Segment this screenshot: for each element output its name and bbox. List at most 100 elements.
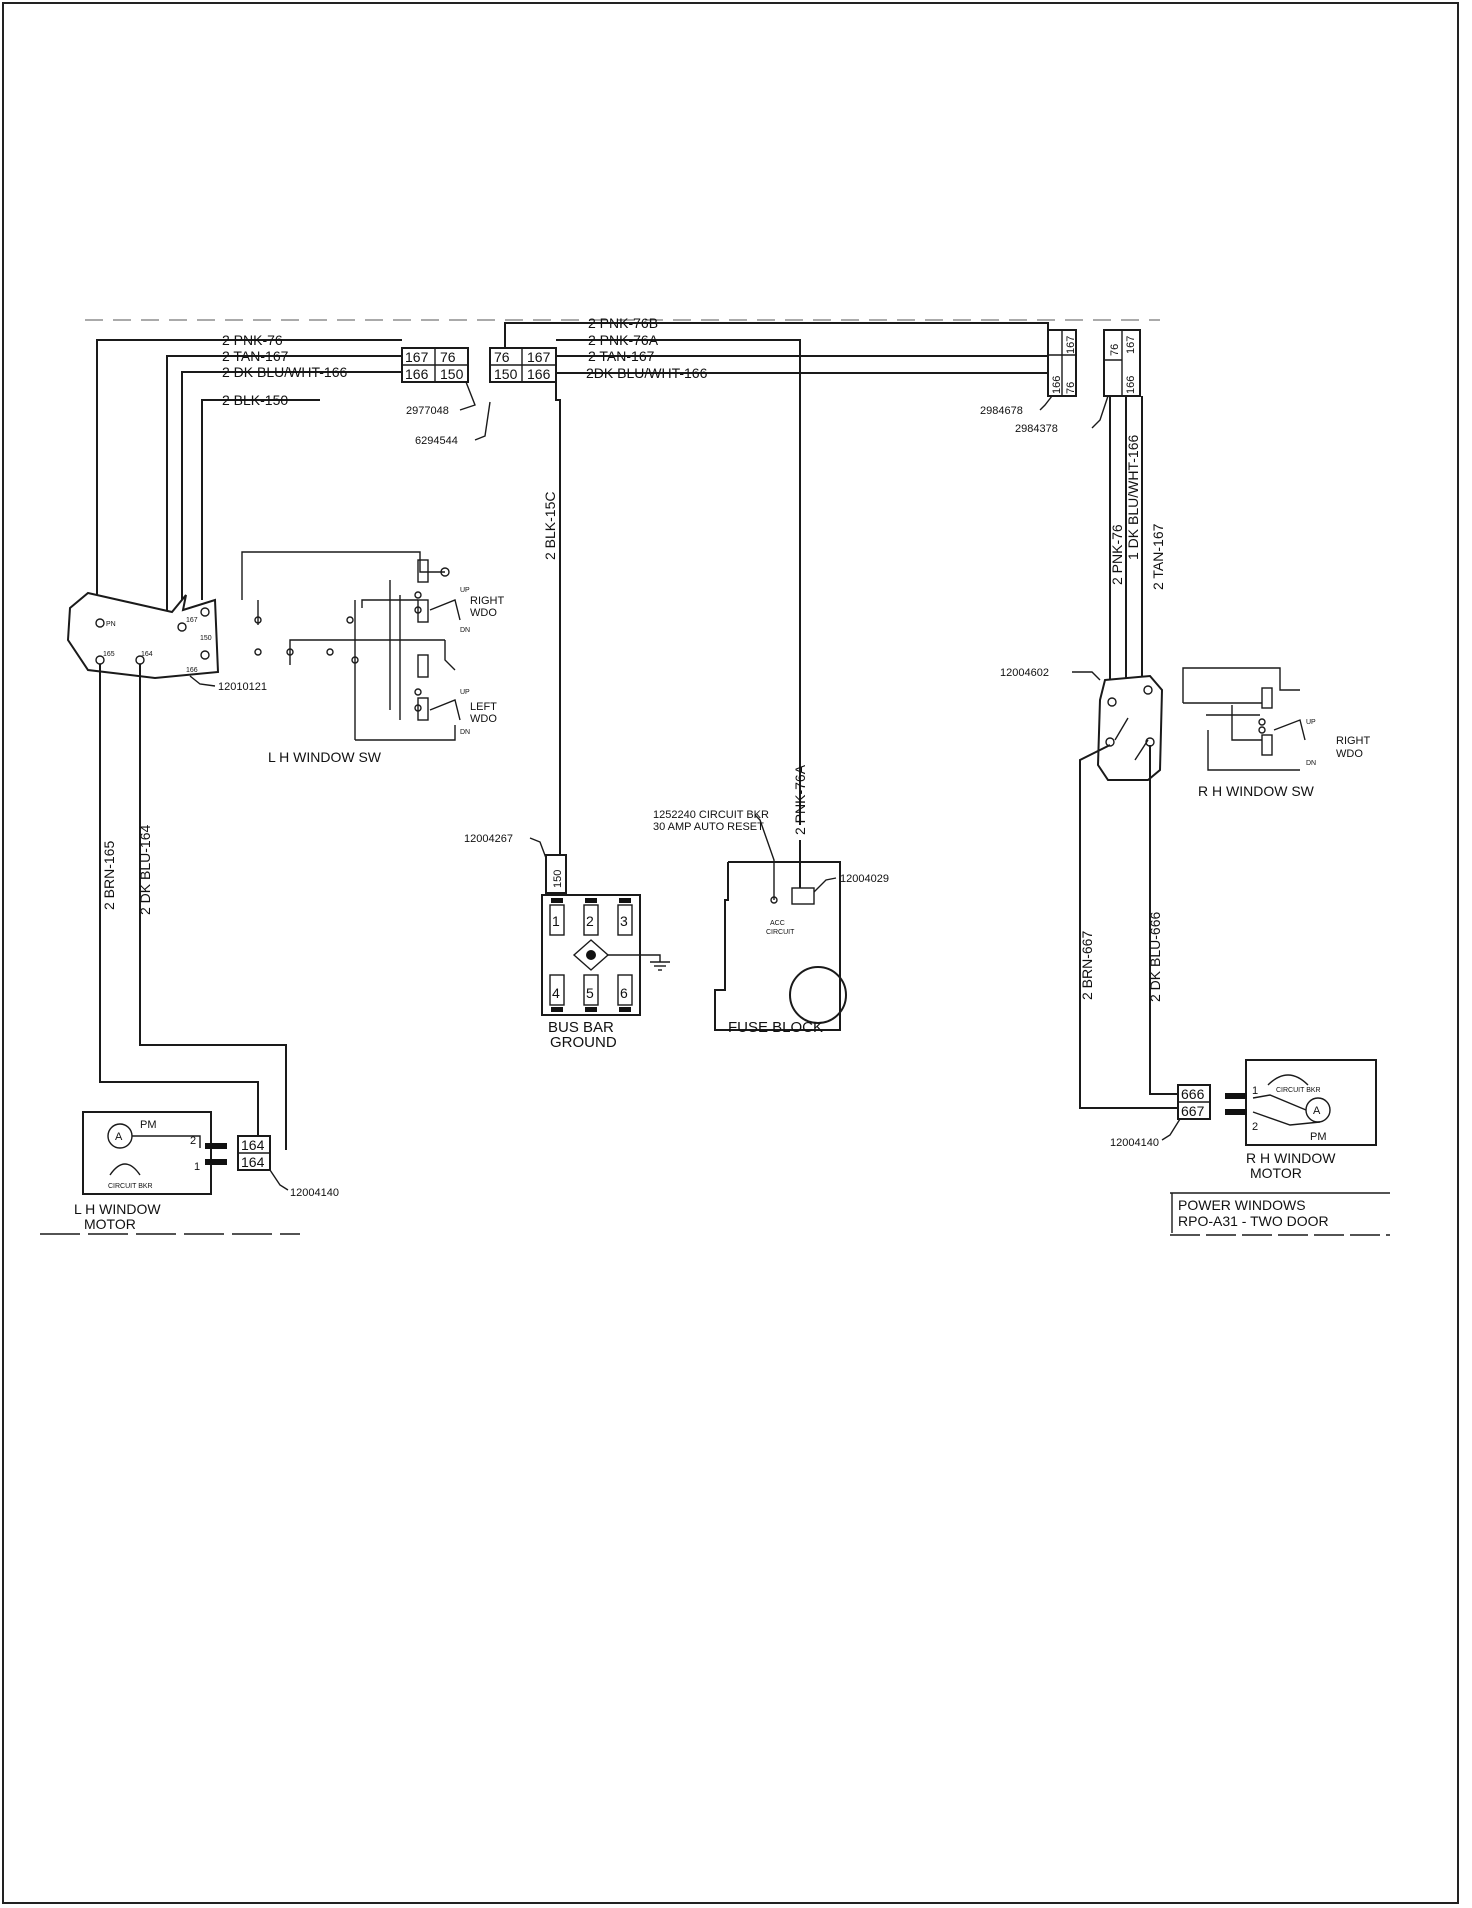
svg-text:GROUND: GROUND [550, 1034, 617, 1051]
svg-text:UP: UP [460, 587, 470, 594]
svg-text:DN: DN [1306, 760, 1316, 767]
wire-label-pnk-76b: 2 PNK-76B [588, 315, 658, 331]
wire-label-brn-667: 2 BRN-667 [1079, 931, 1095, 1000]
title-line-1: POWER WINDOWS [1178, 1197, 1306, 1213]
svg-text:WDO: WDO [1336, 748, 1363, 760]
right-harness: 2 PNK-76 1 DK BLU/WHT-166 2 TAN-167 [1109, 396, 1166, 700]
part-2984378: 2984378 [1015, 423, 1058, 435]
wire-label-rh-dkblu-166: 1 DK BLU/WHT-166 [1125, 435, 1141, 560]
svg-text:76: 76 [1065, 382, 1077, 394]
svg-text:1: 1 [552, 913, 560, 929]
lh-switch-schematic: UP DN UP DN RIGHT WDO LEFT WDO L H WINDO… [241, 551, 505, 765]
bus-bar-connector: 150 12004267 [464, 833, 567, 894]
rh-motor-label: R H WINDOW [1246, 1150, 1336, 1166]
acc-circuit-label: ACC [770, 920, 785, 927]
wire-label-blk-15c: 2 BLK-15C [542, 492, 558, 560]
lh-left-wdo-label: LEFT [470, 701, 497, 713]
svg-text:167: 167 [527, 349, 551, 365]
part-12004140-lh: 12004140 [290, 1187, 339, 1199]
title-block: POWER WINDOWS RPO-A31 - TWO DOOR [1170, 1192, 1390, 1236]
wire-label-tan-167-mid: 2 TAN-167 [588, 348, 655, 364]
svg-text:5: 5 [586, 985, 594, 1001]
svg-text:1: 1 [194, 1161, 200, 1173]
svg-text:666: 666 [1181, 1086, 1205, 1102]
wire-label-dkblu-166: 2 DK BLU/WHT-166 [222, 364, 347, 380]
svg-text:150: 150 [440, 366, 464, 382]
connector-2984378: 76 166 167 2984378 [1015, 329, 1141, 435]
svg-text:166: 166 [186, 667, 198, 674]
part-12004029: 12004029 [840, 873, 889, 885]
wire-label-tan-167: 2 TAN-167 [222, 348, 289, 364]
svg-text:167: 167 [186, 617, 198, 624]
svg-text:166: 166 [527, 366, 551, 382]
svg-text:6: 6 [620, 985, 628, 1001]
svg-text:166: 166 [1051, 376, 1063, 394]
part-2984678: 2984678 [980, 405, 1023, 417]
fuse-block: ACC CIRCUIT 1252240 CIRCUIT BKR 30 AMP A… [653, 809, 889, 1036]
wire-label-rh-tan-167: 2 TAN-167 [1150, 523, 1166, 590]
svg-text:165: 165 [103, 651, 115, 658]
svg-text:A: A [1313, 1105, 1321, 1117]
rh-window-motor: CIRCUIT BKR A 1 2 PM R H WINDOW MOTOR [1225, 1059, 1377, 1181]
bus-bar-ground: 1 2 3 4 5 6 BUS BAR GROUND [541, 894, 670, 1051]
rh-motor-wires: 2 BRN-667 2 DK BLU-666 [1079, 744, 1178, 1109]
svg-text:2: 2 [586, 913, 594, 929]
svg-text:76: 76 [1109, 344, 1121, 356]
lh-motor-wires: 2 BRN-165 2 DK BLU-164 [99, 664, 287, 1150]
part-12004140-rh: 12004140 [1110, 1137, 1159, 1149]
svg-text:PN: PN [106, 621, 116, 628]
svg-text:WDO: WDO [470, 607, 497, 619]
rh-window-switch-label: R H WINDOW SW [1198, 783, 1315, 799]
circuit-bkr-label: 1252240 CIRCUIT BKR [653, 809, 769, 821]
rh-right-wdo-label: RIGHT [1336, 735, 1371, 747]
part-6294544: 6294544 [415, 435, 458, 447]
wire-label-rh-pnk-76: 2 PNK-76 [1109, 524, 1125, 585]
connector-2984678: 166 167 76 2984678 [980, 329, 1077, 417]
svg-text:166: 166 [1125, 376, 1137, 394]
wire-label-blk-150: 2 BLK-150 [222, 392, 288, 408]
svg-text:DN: DN [460, 627, 470, 634]
svg-text:164: 164 [241, 1137, 265, 1153]
svg-text:1: 1 [1252, 1085, 1258, 1097]
part-12004267: 12004267 [464, 833, 513, 845]
center-harness: 2 PNK-76B 2 PNK-76A 2 TAN-167 2DK BLU/WH… [504, 315, 1049, 855]
part-12010121: 12010121 [218, 681, 267, 693]
svg-text:76: 76 [440, 349, 456, 365]
lh-motor-connector: 164 164 12004140 [237, 1135, 339, 1199]
wire-label-brn-165: 2 BRN-165 [101, 841, 117, 910]
svg-text:3: 3 [620, 913, 628, 929]
part-12004602: 12004602 [1000, 667, 1049, 679]
svg-text:MOTOR: MOTOR [1250, 1165, 1302, 1181]
svg-text:DN: DN [460, 729, 470, 736]
lh-window-motor: A PM CIRCUIT BKR 2 1 L H WINDOW MOTOR [40, 1111, 300, 1235]
svg-text:76: 76 [494, 349, 510, 365]
svg-text:MOTOR: MOTOR [84, 1216, 136, 1232]
svg-text:667: 667 [1181, 1103, 1205, 1119]
svg-text:30 AMP AUTO RESET: 30 AMP AUTO RESET [653, 821, 764, 833]
rh-switch-base: 12004602 [1000, 667, 1164, 781]
svg-text:UP: UP [1306, 719, 1316, 726]
svg-text:CIRCUIT BKR: CIRCUIT BKR [108, 1183, 153, 1190]
svg-text:167: 167 [1125, 336, 1137, 354]
left-harness: 2 PNK-76 2 TAN-167 2 DK BLU/WHT-166 2 BL… [96, 332, 402, 650]
bus-bar-label: BUS BAR [548, 1019, 614, 1036]
connector-center: 76 167 150 166 [489, 347, 557, 383]
svg-text:2: 2 [1252, 1121, 1258, 1133]
svg-text:CIRCUIT: CIRCUIT [766, 929, 795, 936]
svg-text:2: 2 [190, 1135, 196, 1147]
svg-text:164: 164 [241, 1154, 265, 1170]
rh-motor-connector: 666 667 12004140 [1110, 1084, 1211, 1149]
svg-text:166: 166 [405, 366, 429, 382]
svg-text:4: 4 [552, 985, 560, 1001]
svg-text:150: 150 [552, 870, 564, 888]
svg-text:WDO: WDO [470, 713, 497, 725]
connector-2977048: 167 76 166 150 2977048 [401, 347, 476, 417]
lh-switch-base: PN 165 164 167 150 166 12010121 [66, 591, 267, 693]
title-line-2: RPO-A31 - TWO DOOR [1178, 1213, 1329, 1229]
lh-right-wdo-label: RIGHT [470, 595, 505, 607]
svg-text:150: 150 [200, 635, 212, 642]
svg-text:CIRCUIT BKR: CIRCUIT BKR [1276, 1087, 1321, 1094]
svg-text:UP: UP [460, 689, 470, 696]
